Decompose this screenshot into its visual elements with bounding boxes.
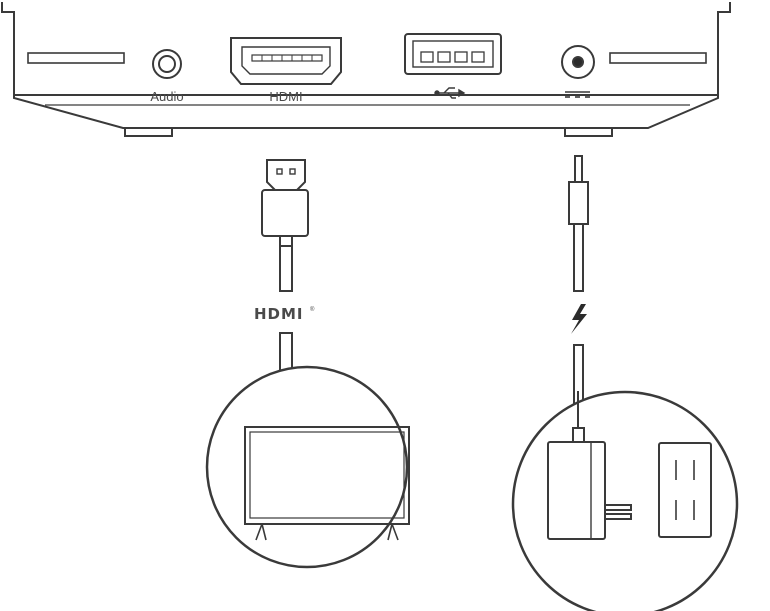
hdmi-port-label: HDMI — [269, 89, 302, 104]
dc-power-port — [561, 45, 595, 79]
power-adapter-icon — [547, 427, 632, 540]
dc-power-icon — [565, 91, 590, 98]
wall-outlet-icon — [658, 442, 712, 538]
power-cable — [568, 155, 589, 426]
usb-icon — [434, 87, 466, 99]
audio-port-label: Audio — [150, 89, 183, 104]
hdmi-logo: HDMI ® — [254, 305, 315, 323]
hdmi-cable — [261, 159, 309, 374]
usb-port — [404, 33, 502, 75]
power-callout — [511, 390, 739, 611]
tv-callout — [205, 365, 410, 569]
audio-port — [152, 49, 182, 79]
tv-icon — [244, 426, 410, 541]
hdmi-logo-text: HDMI — [254, 305, 304, 323]
streaming-box — [1, 2, 731, 137]
hdmi-logo-mark: ® — [310, 306, 315, 313]
hdmi-port — [230, 37, 342, 85]
lightning-bolt-icon — [571, 304, 587, 334]
